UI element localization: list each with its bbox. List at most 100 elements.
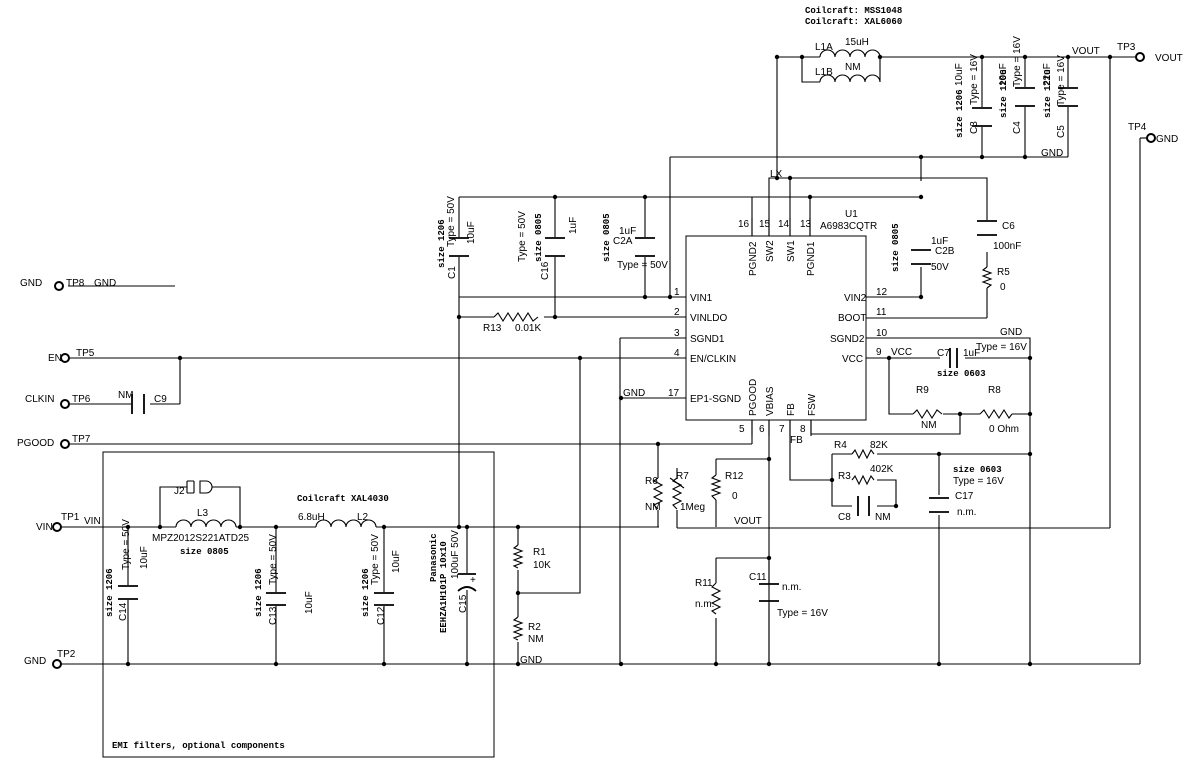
c2b-capacitor xyxy=(911,249,931,265)
c1-value: 10uF xyxy=(466,221,477,244)
c1-size: size 1206 xyxy=(437,219,447,268)
pin-name: SGND2 xyxy=(830,334,865,345)
c2a-type: Type = 50V xyxy=(617,260,668,271)
tp2-ref: TP2 xyxy=(57,649,76,660)
emi-filter-box xyxy=(102,451,495,758)
r13-value: 0.01K xyxy=(515,323,541,334)
c14-capacitor xyxy=(118,585,138,600)
component-bodies xyxy=(102,49,1078,758)
c4-capacitor xyxy=(1015,87,1035,107)
l2-value: 6.8uH xyxy=(298,512,325,523)
pin-num: 2 xyxy=(674,307,680,318)
r4-value: 82K xyxy=(870,440,888,451)
l1b-value: NM xyxy=(845,62,861,73)
pin-num: 17 xyxy=(668,388,680,399)
r3-resistor xyxy=(851,474,875,486)
c13-size: size 1206 xyxy=(254,568,264,617)
tp4-marker[interactable] xyxy=(1146,133,1156,143)
c6-capacitor xyxy=(977,220,997,236)
pin-name: EP1-SGND xyxy=(690,394,741,405)
junctions xyxy=(125,54,1113,667)
pin-name: PGOOD xyxy=(748,379,759,416)
c1-ref: C1 xyxy=(447,266,458,279)
l2-inductor xyxy=(315,519,377,528)
net-gnd-top: GND xyxy=(1041,148,1063,159)
net-gnd-right: GND xyxy=(1000,327,1022,338)
c15-brand: Panasonic xyxy=(429,533,439,582)
pin-num: 11 xyxy=(876,307,887,318)
c1-type: Type = 50V xyxy=(446,196,457,247)
r4-resistor xyxy=(851,448,875,460)
tp1-net2: VIN xyxy=(84,516,101,527)
r8-ref: R8 xyxy=(988,385,1001,396)
u1-ref: U1 xyxy=(845,209,858,220)
c2a-ref: C2A xyxy=(613,236,633,247)
l3-inductor xyxy=(175,519,237,528)
r9-value: NM xyxy=(921,420,937,431)
c5-size: size 1210 xyxy=(1043,69,1053,118)
tp3-marker[interactable] xyxy=(1135,52,1145,62)
c15-plus: + xyxy=(470,575,476,586)
labels: Coilcraft: MSS1048 Coilcraft: XAL6060 TP… xyxy=(17,6,1183,751)
c4-ref: C4 xyxy=(1012,121,1023,134)
tp7-marker[interactable] xyxy=(60,439,70,449)
testpoint-markers xyxy=(52,52,1156,669)
c15-part: EEHZA1H101P 10x10 xyxy=(439,541,449,633)
c7-value: 1uF xyxy=(963,348,980,359)
pin-num: 9 xyxy=(876,347,882,358)
tp5-marker[interactable] xyxy=(60,353,70,363)
pin-num: 14 xyxy=(778,219,790,230)
r1-value: 10K xyxy=(533,560,551,571)
c1-capacitor xyxy=(449,237,469,257)
pin-name: FSW xyxy=(807,393,818,416)
tp2-marker[interactable] xyxy=(52,659,62,669)
c3-ref: C3 xyxy=(969,121,980,134)
net-fb: FB xyxy=(790,435,803,446)
c15-electrolytic-capacitor xyxy=(457,573,477,592)
c15-value: 100uF 50V xyxy=(450,530,461,579)
c8-capacitor xyxy=(857,496,870,516)
c2a-value: 1uF xyxy=(619,226,636,237)
r1-ref: R1 xyxy=(533,547,546,558)
tp3-ref: TP3 xyxy=(1117,42,1136,53)
c13-type: Type = 50V xyxy=(268,534,279,585)
r13-ref: R13 xyxy=(483,323,502,334)
c13-value: 10uF xyxy=(304,591,315,614)
tp8-marker[interactable] xyxy=(54,281,64,291)
tp7-net: PGOOD xyxy=(17,438,54,449)
pin-name: EN/CLKIN xyxy=(690,354,736,365)
tp7-ref: TP7 xyxy=(72,434,91,445)
net-vcc: VCC xyxy=(891,347,912,358)
c3-value: 10uF xyxy=(954,63,965,86)
tp5-ref: TP5 xyxy=(76,348,95,359)
c9-value: NM xyxy=(118,390,134,401)
tp6-net: CLKIN xyxy=(25,394,54,405)
c15-ref: C15 xyxy=(458,594,469,613)
r6-value: NM xyxy=(645,502,661,513)
r12-ref: R12 xyxy=(725,471,744,482)
tp4-net: GND xyxy=(1156,134,1178,145)
c2b-type: 50V xyxy=(931,262,949,273)
tp1-ref: TP1 xyxy=(61,512,80,523)
r8-resistor xyxy=(979,408,1013,420)
c7-ref: C7 xyxy=(937,348,950,359)
c3-capacitor xyxy=(972,107,992,127)
l2-note: Coilcraft XAL4030 xyxy=(297,494,389,504)
c14-size: size 1206 xyxy=(105,568,115,617)
r3-ref: R3 xyxy=(838,471,851,482)
pin-num: 4 xyxy=(674,348,680,359)
tp6-ref: TP6 xyxy=(72,394,91,405)
pin-name: VIN1 xyxy=(690,293,713,304)
c7-size: size 0603 xyxy=(937,369,986,379)
tp6-marker[interactable] xyxy=(60,399,70,409)
r12-resistor xyxy=(710,474,722,501)
c7-capacitor xyxy=(949,348,958,368)
c5-value: 22uF xyxy=(1042,63,1053,86)
c17-type: Type = 16V xyxy=(953,476,1004,487)
pin-name: PGND2 xyxy=(748,241,759,276)
c6-value: 100nF xyxy=(993,241,1021,252)
pin-num: 7 xyxy=(779,424,785,435)
net-vout-top: VOUT xyxy=(1072,46,1100,57)
r9-ref: R9 xyxy=(916,385,929,396)
tp1-marker[interactable] xyxy=(52,522,62,532)
